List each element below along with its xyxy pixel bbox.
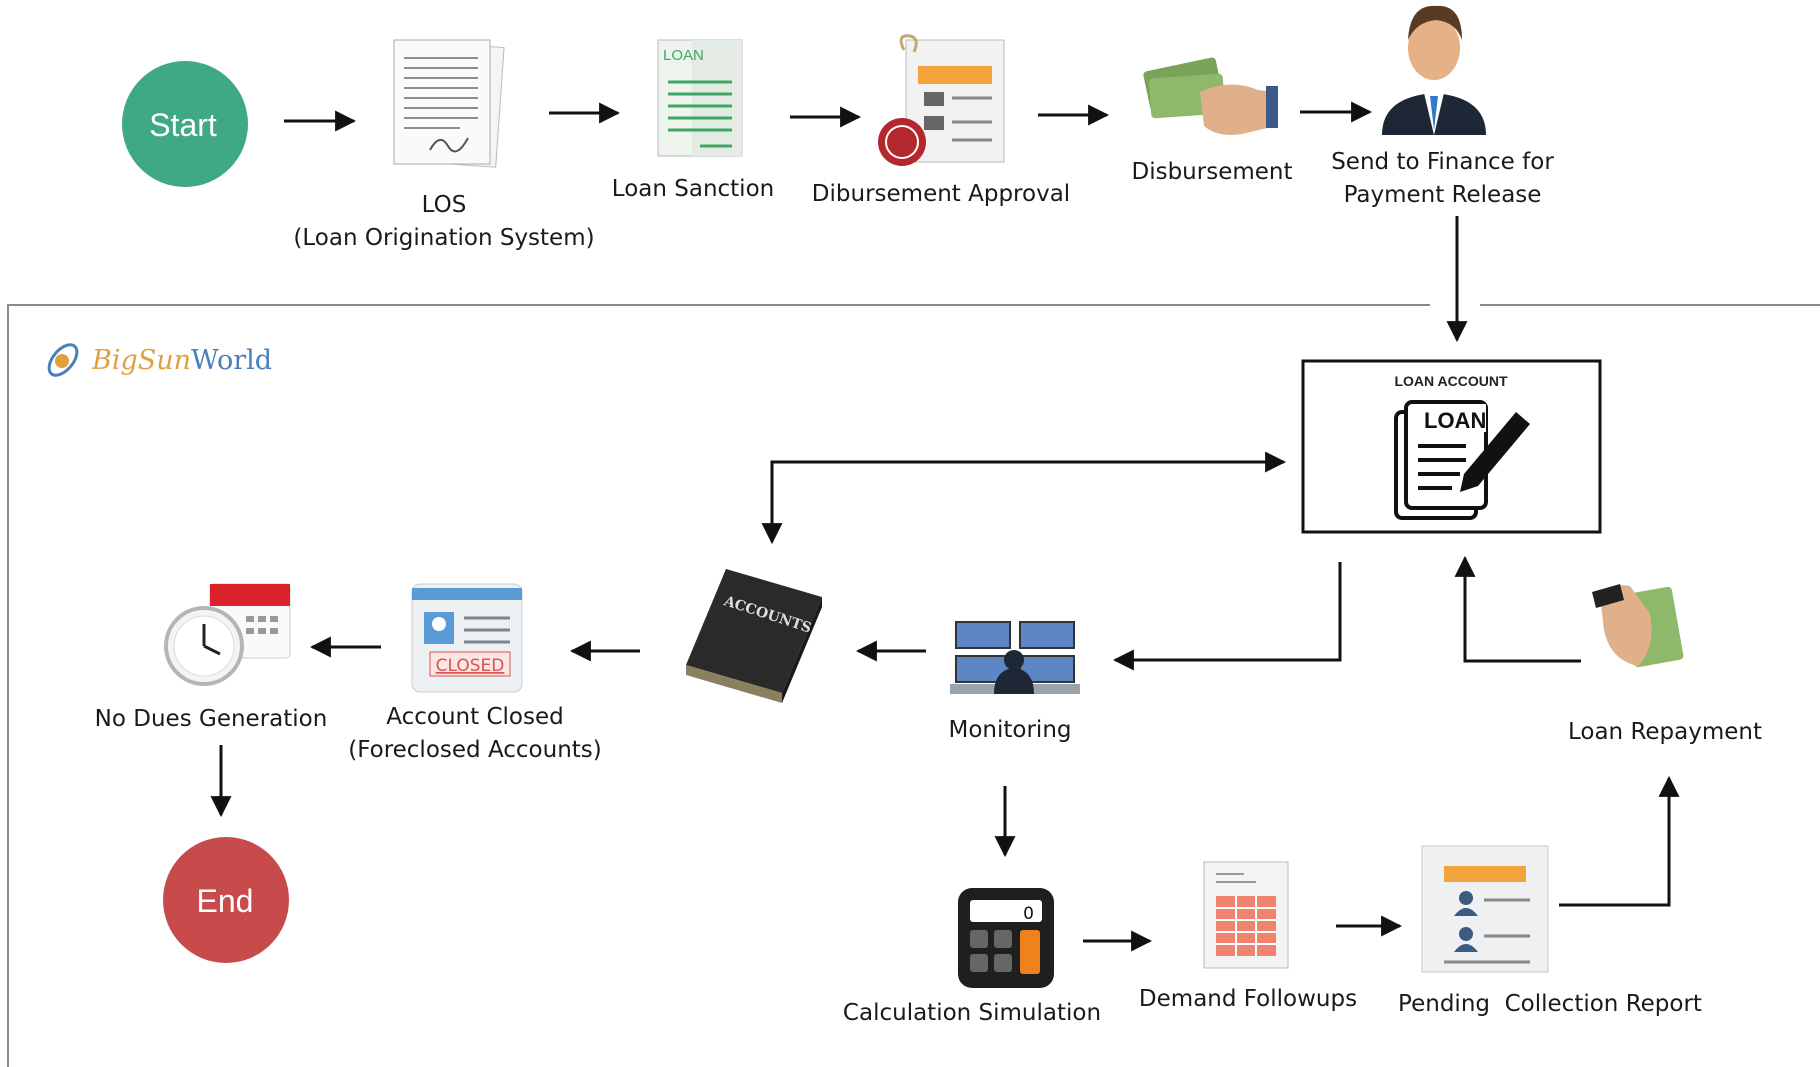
logo-part2: World bbox=[191, 344, 273, 376]
end-label: End bbox=[197, 883, 254, 919]
los-label-line2: (Loan Origination System) bbox=[293, 225, 595, 251]
closed-card-icon: CLOSED bbox=[411, 583, 523, 693]
send-to-finance-label: Send to Finance for Payment Release bbox=[1310, 146, 1575, 212]
bigsunworld-logo: BigSunWorld bbox=[40, 335, 272, 385]
calculation-simulation-label: Calculation Simulation bbox=[842, 1000, 1102, 1026]
los-document-icon bbox=[393, 39, 505, 168]
repayment-hand-icon bbox=[1592, 584, 1684, 668]
account-closed-line2: (Foreclosed Accounts) bbox=[348, 737, 602, 763]
logo-wordmark: BigSunWorld bbox=[92, 345, 272, 376]
logo-part1: BigSun bbox=[92, 344, 192, 376]
cash-hand-icon bbox=[1143, 57, 1278, 135]
report-document-icon bbox=[1421, 845, 1549, 973]
loan-account-title: LOAN ACCOUNT bbox=[1394, 373, 1507, 389]
flow-arrows bbox=[210, 101, 1680, 952]
demand-sheet-icon bbox=[1203, 861, 1289, 969]
loan-sanction-label: Loan Sanction bbox=[611, 176, 775, 202]
monitoring-label: Monitoring bbox=[948, 717, 1072, 743]
los-label: LOS (Loan Origination System) bbox=[284, 189, 604, 255]
calculator-icon: 0 bbox=[958, 888, 1054, 988]
finance-person-icon bbox=[1382, 5, 1486, 135]
start-node: Start bbox=[122, 61, 248, 187]
disbursement-approval-label: Dibursement Approval bbox=[811, 181, 1071, 207]
clock-calendar-icon bbox=[164, 583, 291, 686]
section-frame bbox=[7, 304, 1820, 1067]
disbursement-label: Disbursement bbox=[1131, 159, 1293, 185]
loan-account-box: LOAN ACCOUNT LOAN bbox=[1301, 359, 1602, 534]
closed-stamp-label: CLOSED bbox=[436, 656, 505, 676]
monitoring-screens-icon bbox=[950, 621, 1080, 694]
los-label-line1: LOS bbox=[421, 192, 467, 218]
send-to-finance-line2: Payment Release bbox=[1343, 182, 1542, 208]
start-label: Start bbox=[149, 107, 217, 143]
loan-sanction-icon: LOAN bbox=[657, 39, 743, 157]
account-closed-line1: Account Closed bbox=[386, 704, 564, 730]
approval-document-icon bbox=[878, 34, 1005, 166]
demand-followups-label: Demand Followups bbox=[1138, 986, 1358, 1012]
loan-account-doc-label: LOAN bbox=[1424, 408, 1486, 433]
account-closed-label: Account Closed (Foreclosed Accounts) bbox=[320, 701, 630, 767]
calculator-display: 0 bbox=[1023, 904, 1034, 924]
sun-logo-icon bbox=[47, 343, 79, 377]
loan-repayment-label: Loan Repayment bbox=[1567, 719, 1763, 745]
end-node: End bbox=[163, 837, 289, 963]
arrow-repayment-loanaccount bbox=[1454, 555, 1581, 663]
no-dues-label: No Dues Generation bbox=[94, 706, 328, 732]
loan-sanction-tag: LOAN bbox=[663, 47, 704, 64]
accounts-book-icon: ACCOUNTS bbox=[686, 569, 822, 703]
arrow-loanaccount-monitoring bbox=[1112, 562, 1342, 671]
pending-collection-label: Pending Collection Report bbox=[1398, 991, 1702, 1017]
arrow-pending-repayment bbox=[1559, 775, 1680, 907]
arrow-loanaccount-accounts bbox=[761, 460, 1283, 545]
send-to-finance-line1: Send to Finance for bbox=[1331, 149, 1554, 175]
